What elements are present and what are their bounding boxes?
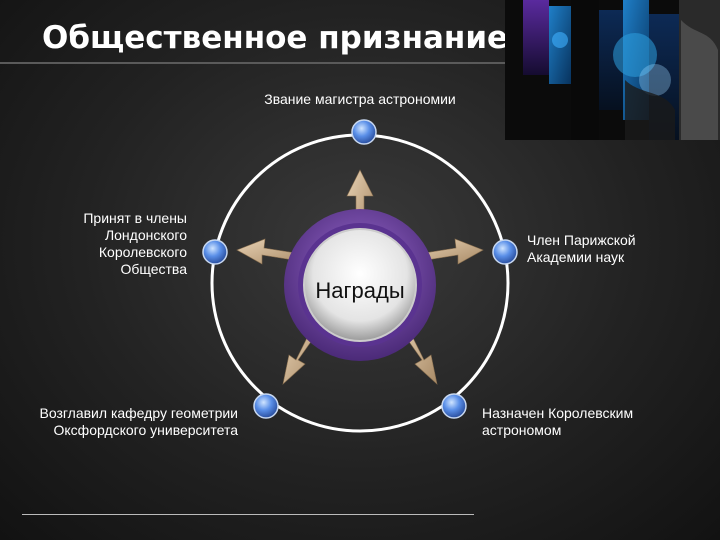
node-right-top-line-1: Член Парижской: [527, 232, 636, 248]
node-left-bottom-label: Возглавил кафедру геометрии Оксфордского…: [2, 405, 238, 439]
corner-decorative-image: [505, 0, 720, 140]
node-top-dot: [351, 119, 377, 145]
node-left-top-line-1: Принят в члены: [83, 210, 187, 226]
center-label: Награды: [315, 278, 405, 303]
footer-divider: [22, 514, 474, 515]
node-left-top-dot: [202, 239, 228, 265]
node-left-top-line-2: Лондонского: [104, 227, 187, 243]
node-right-bottom-line-2: астрономом: [482, 422, 562, 438]
node-left-top-label: Принят в члены Лондонского Королевского …: [40, 210, 187, 278]
hub-center: [303, 228, 417, 342]
node-left-top-line-3: Королевского: [98, 244, 187, 260]
node-right-bottom-label: Назначен Королевским астрономом: [482, 405, 682, 439]
node-right-bottom-dot: [441, 393, 467, 419]
node-right-top-label: Член Парижской Академии наук: [527, 232, 697, 266]
node-top-label: Звание магистра астрономии: [264, 91, 456, 107]
node-left-top-line-4: Общества: [120, 261, 187, 277]
node-right-top-dot: [492, 239, 518, 265]
slide-title: Общественное признание: [42, 20, 509, 56]
node-right-bottom-line-1: Назначен Королевским: [482, 405, 634, 421]
node-dots: [202, 119, 518, 419]
node-left-bottom-line-2: Оксфордского университета: [53, 422, 239, 438]
node-left-bottom-dot: [253, 393, 279, 419]
title-divider: [0, 62, 720, 64]
node-right-top-line-2: Академии наук: [527, 249, 625, 265]
node-left-bottom-line-1: Возглавил кафедру геометрии: [39, 405, 238, 421]
